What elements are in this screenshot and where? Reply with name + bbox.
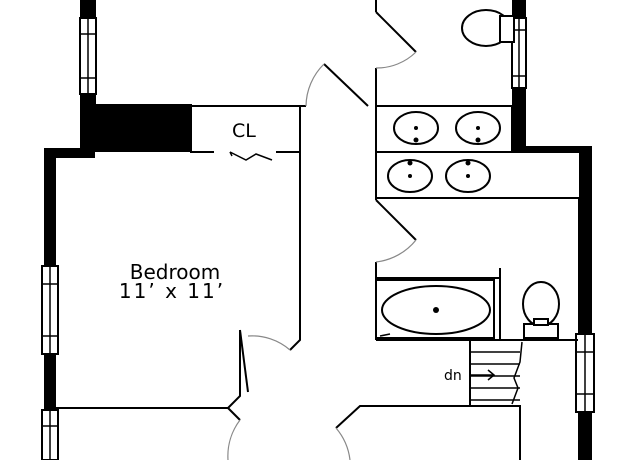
sink-4 <box>445 159 491 193</box>
stairs <box>469 340 523 406</box>
window-top-right <box>511 17 527 89</box>
toilet-lower <box>522 281 560 339</box>
windows <box>41 17 595 460</box>
bathtub <box>375 279 495 339</box>
window-top-left <box>79 17 97 95</box>
toilet-top <box>461 9 515 47</box>
stairs-label: dn <box>444 368 462 384</box>
sink-2 <box>455 111 501 145</box>
fixtures <box>375 9 560 406</box>
doors <box>227 11 417 460</box>
window-lower-left <box>41 409 59 460</box>
room-name-bedroom: Bedroom <box>130 260 220 284</box>
room-dimensions-bedroom: 11’ x 11’ <box>119 279 225 303</box>
closet-label: CL <box>232 120 256 142</box>
sink-3 <box>387 159 433 193</box>
window-bedroom-west <box>41 265 59 355</box>
sink-1 <box>393 111 439 145</box>
interior-walls <box>56 0 581 460</box>
exterior-walls <box>44 0 592 460</box>
window-bath-east <box>575 333 595 413</box>
